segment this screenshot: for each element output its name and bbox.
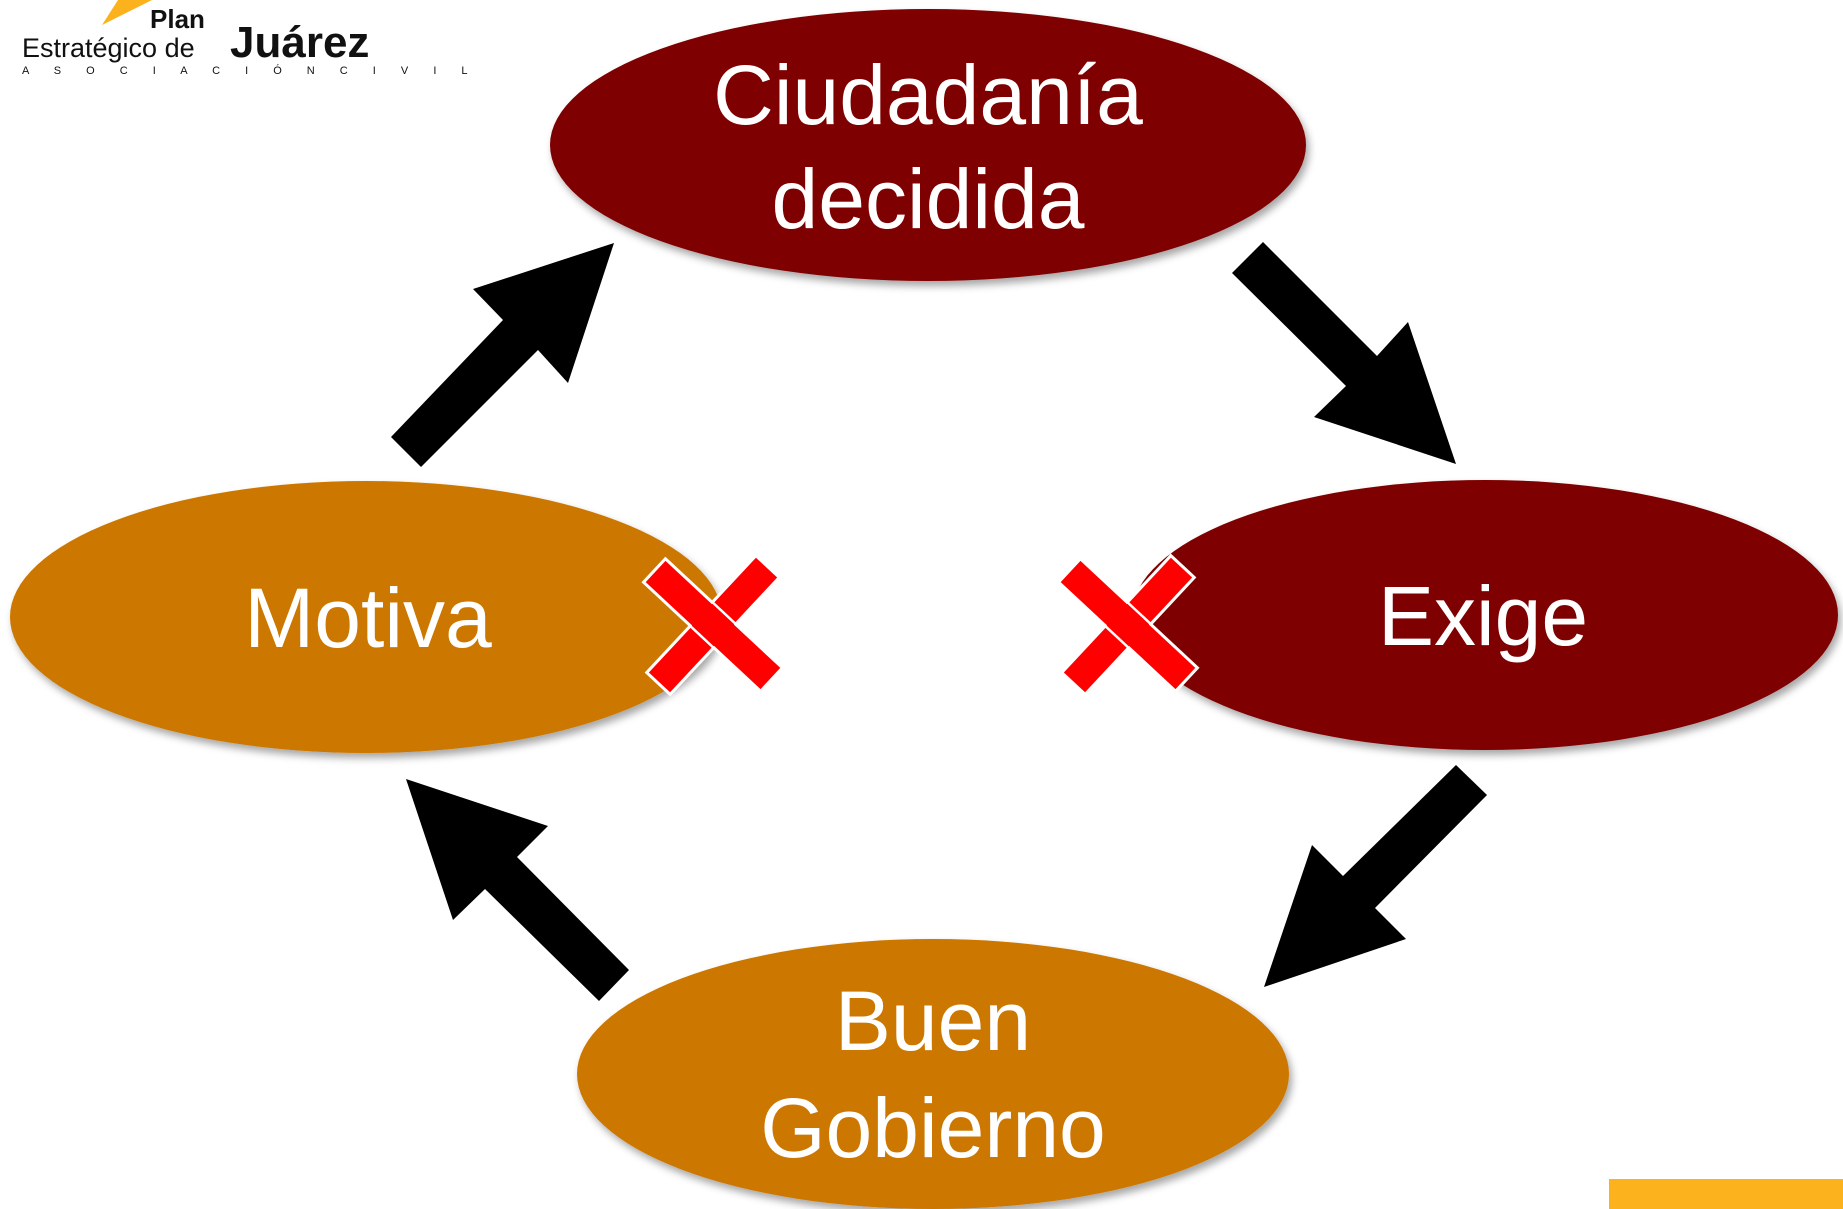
node-ciudadania-line2: decidida xyxy=(772,152,1085,246)
node-motiva-label: Motiva xyxy=(244,571,492,665)
cross-icon xyxy=(1056,553,1200,697)
node-exige-ellipse xyxy=(1132,480,1838,750)
logo-estrategico-text: Estratégico de xyxy=(22,33,195,63)
arrow-up-left-icon xyxy=(406,779,629,1001)
node-ciudadania-ellipse xyxy=(550,9,1306,281)
logo-subtitle-text: A S O C I A C I Ó N C I V I L xyxy=(22,64,479,77)
node-buen-line1: Buen xyxy=(835,974,1031,1068)
node-ciudadania-line1: Ciudadanía xyxy=(713,48,1143,142)
logo-mark-icon xyxy=(102,0,152,25)
node-buen-line2: Gobierno xyxy=(760,1081,1106,1175)
accent-bar xyxy=(1609,1179,1843,1209)
arrow-down-left-icon xyxy=(1264,765,1487,987)
node-exige-label: Exige xyxy=(1378,569,1588,663)
logo: Plan Estratégico de Juárez A S O C I A C… xyxy=(22,0,479,77)
node-buen-gobierno-ellipse xyxy=(577,939,1289,1209)
node-motiva-ellipse xyxy=(10,481,722,753)
logo-juarez-text: Juárez xyxy=(230,18,369,67)
logo-plan-text: Plan xyxy=(150,4,205,34)
cross-icon xyxy=(641,553,785,697)
arrow-up-right-icon xyxy=(391,243,614,467)
arrow-down-right-icon xyxy=(1232,242,1456,464)
